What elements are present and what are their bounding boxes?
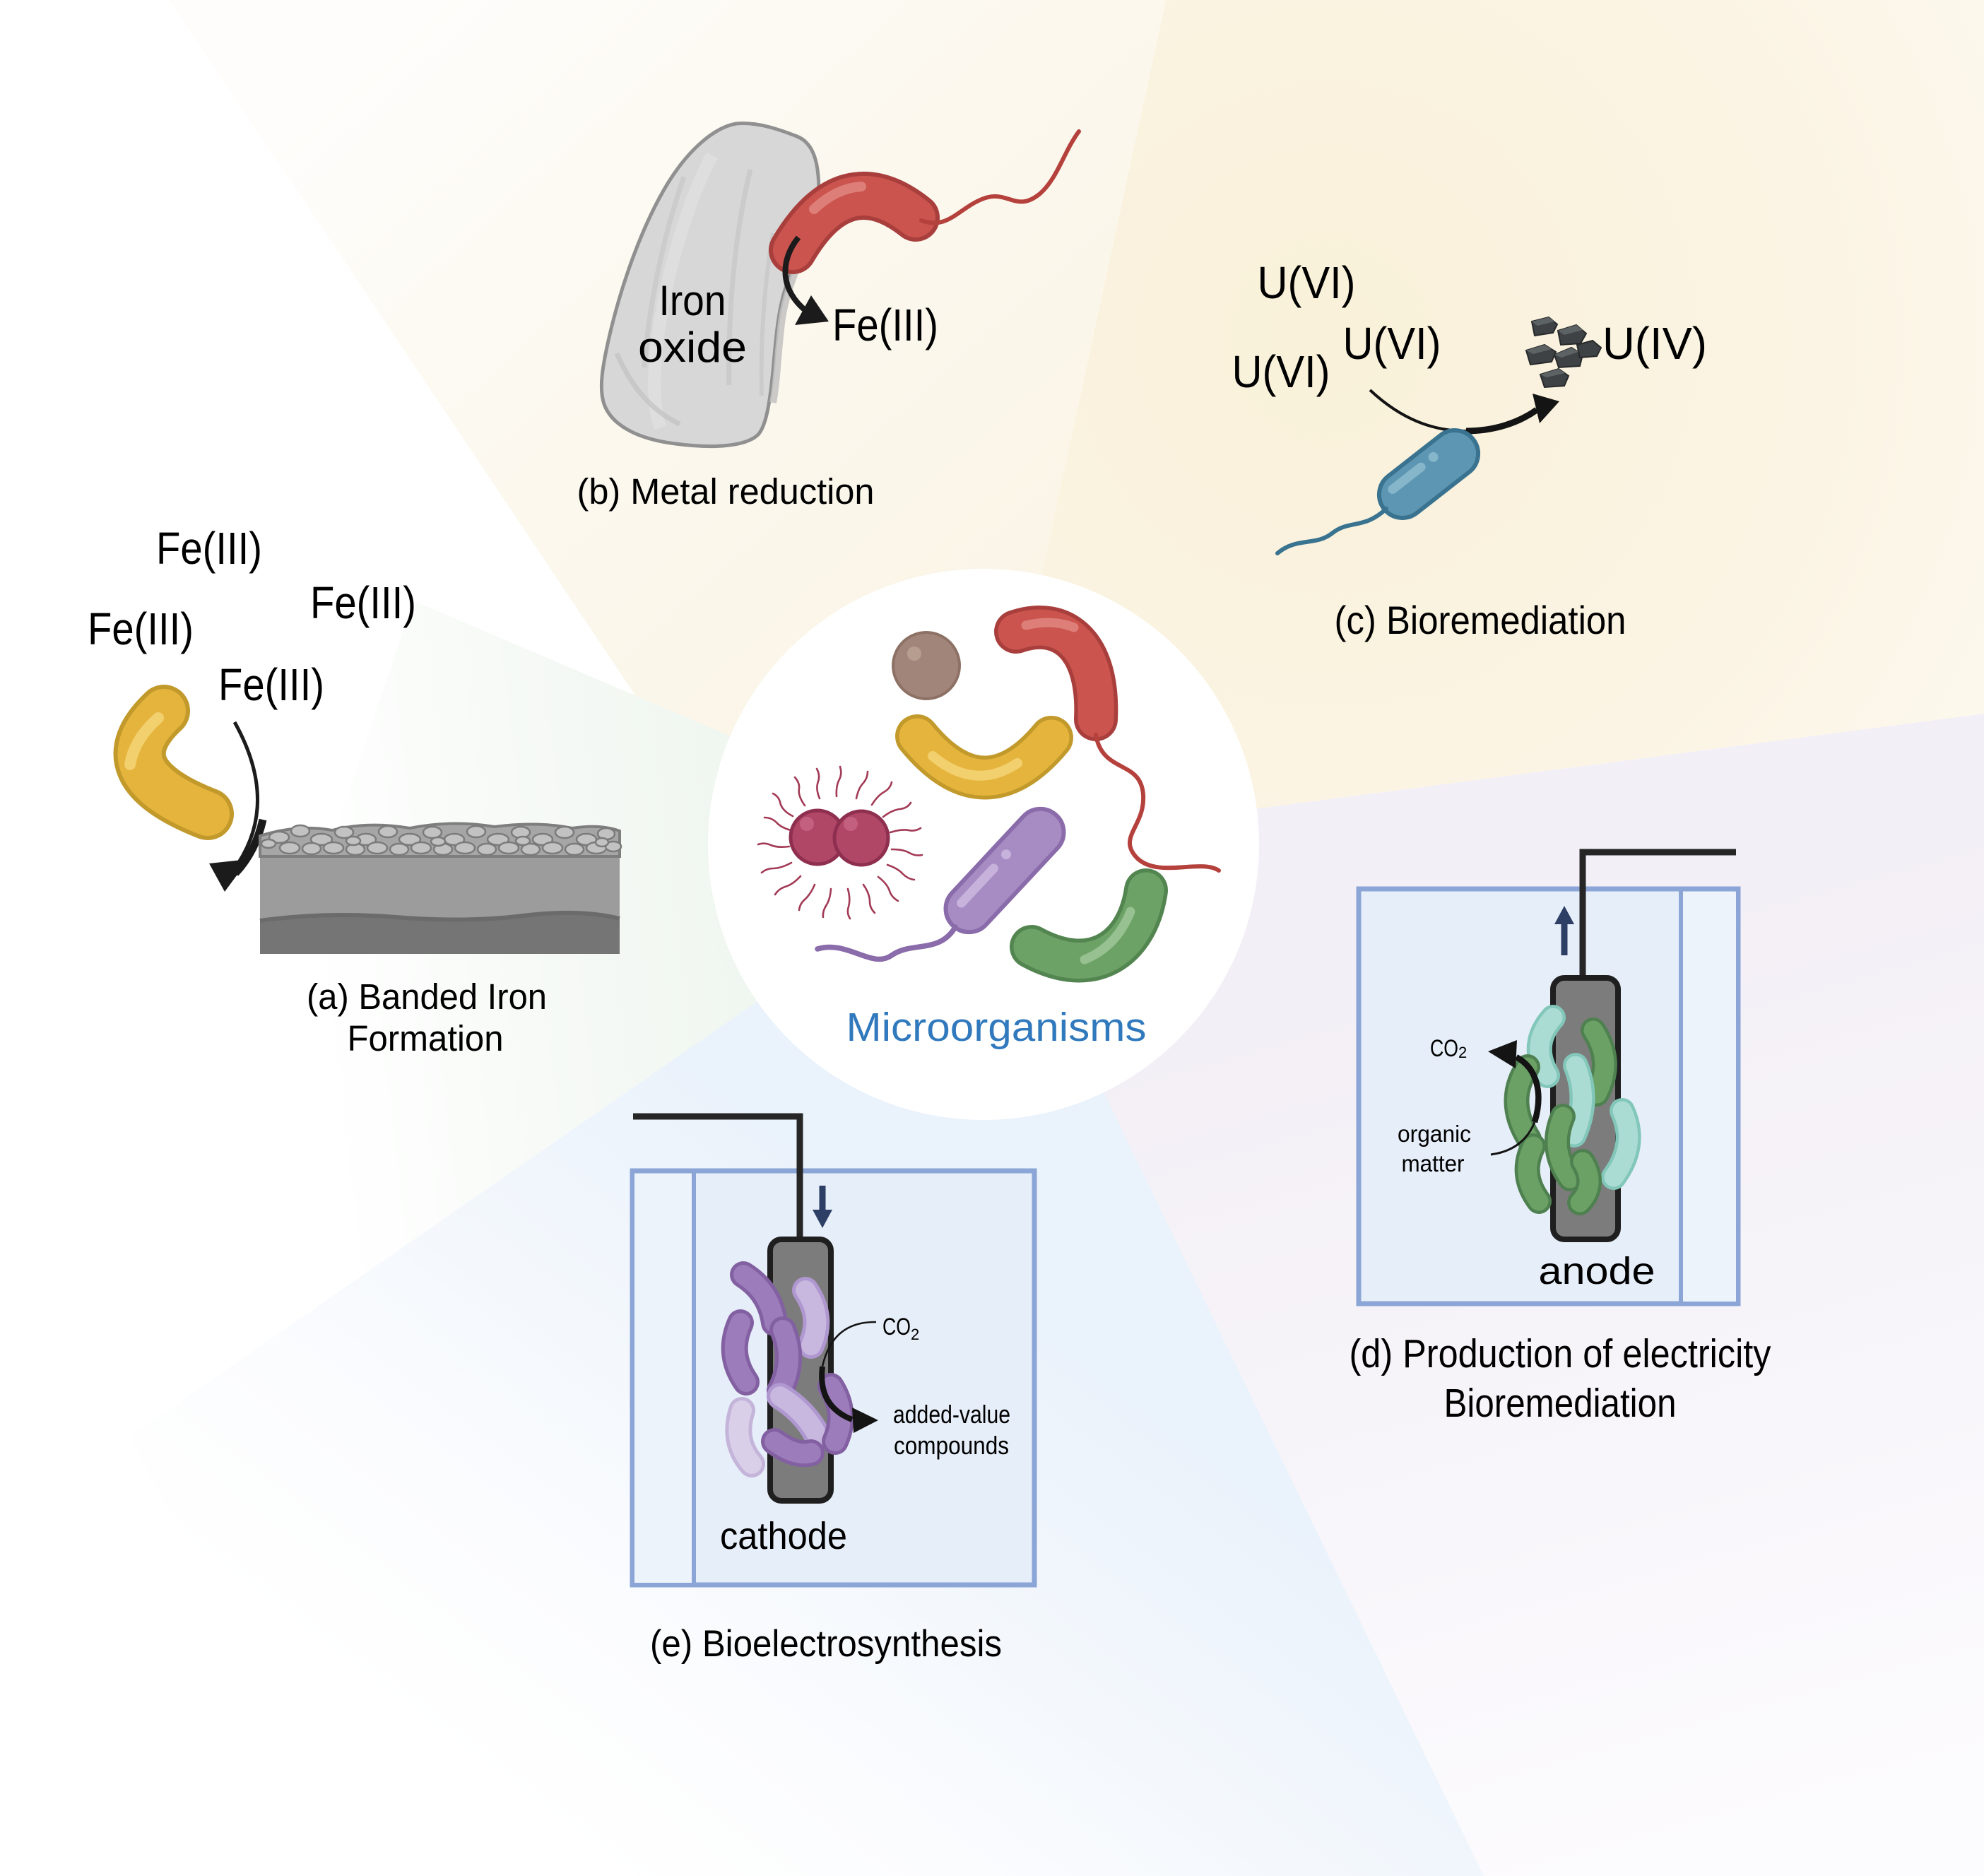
svg-text:U(IV): U(IV) [1602, 318, 1707, 369]
svg-text:Bioremediation: Bioremediation [1444, 1381, 1677, 1426]
svg-text:Fe(III): Fe(III) [156, 523, 262, 574]
svg-text:Fe(III): Fe(III) [218, 659, 324, 710]
svg-text:CO: CO [1430, 1035, 1458, 1062]
svg-text:Formation: Formation [348, 1018, 504, 1058]
svg-text:(a) Banded Iron: (a) Banded Iron [307, 977, 547, 1017]
svg-text:(e) Bioelectrosynthesis: (e) Bioelectrosynthesis [650, 1623, 1002, 1665]
svg-text:(b) Metal reduction: (b) Metal reduction [577, 471, 875, 512]
svg-text:(c) Bioremediation: (c) Bioremediation [1335, 598, 1626, 642]
svg-text:oxide: oxide [638, 324, 747, 371]
svg-text:CO: CO [882, 1314, 911, 1340]
svg-text:organic: organic [1398, 1121, 1471, 1147]
svg-text:compounds: compounds [894, 1431, 1009, 1460]
svg-text:cathode: cathode [720, 1515, 847, 1557]
svg-text:2: 2 [1458, 1044, 1467, 1061]
svg-text:Fe(III): Fe(III) [88, 603, 194, 654]
svg-text:(d) Production of electricity: (d) Production of electricity [1350, 1331, 1771, 1376]
svg-text:2: 2 [911, 1326, 919, 1343]
svg-text:Fe(III): Fe(III) [310, 577, 416, 628]
svg-text:U(VI): U(VI) [1258, 257, 1356, 308]
svg-text:U(VI): U(VI) [1343, 318, 1441, 369]
svg-text:Fe(III): Fe(III) [832, 300, 938, 350]
svg-text:Iron: Iron [659, 277, 726, 324]
svg-text:added-value: added-value [893, 1400, 1010, 1429]
svg-text:U(VI): U(VI) [1232, 346, 1330, 397]
svg-text:Microorganisms: Microorganisms [846, 1005, 1147, 1050]
svg-text:matter: matter [1402, 1150, 1465, 1176]
svg-text:anode: anode [1539, 1250, 1655, 1292]
